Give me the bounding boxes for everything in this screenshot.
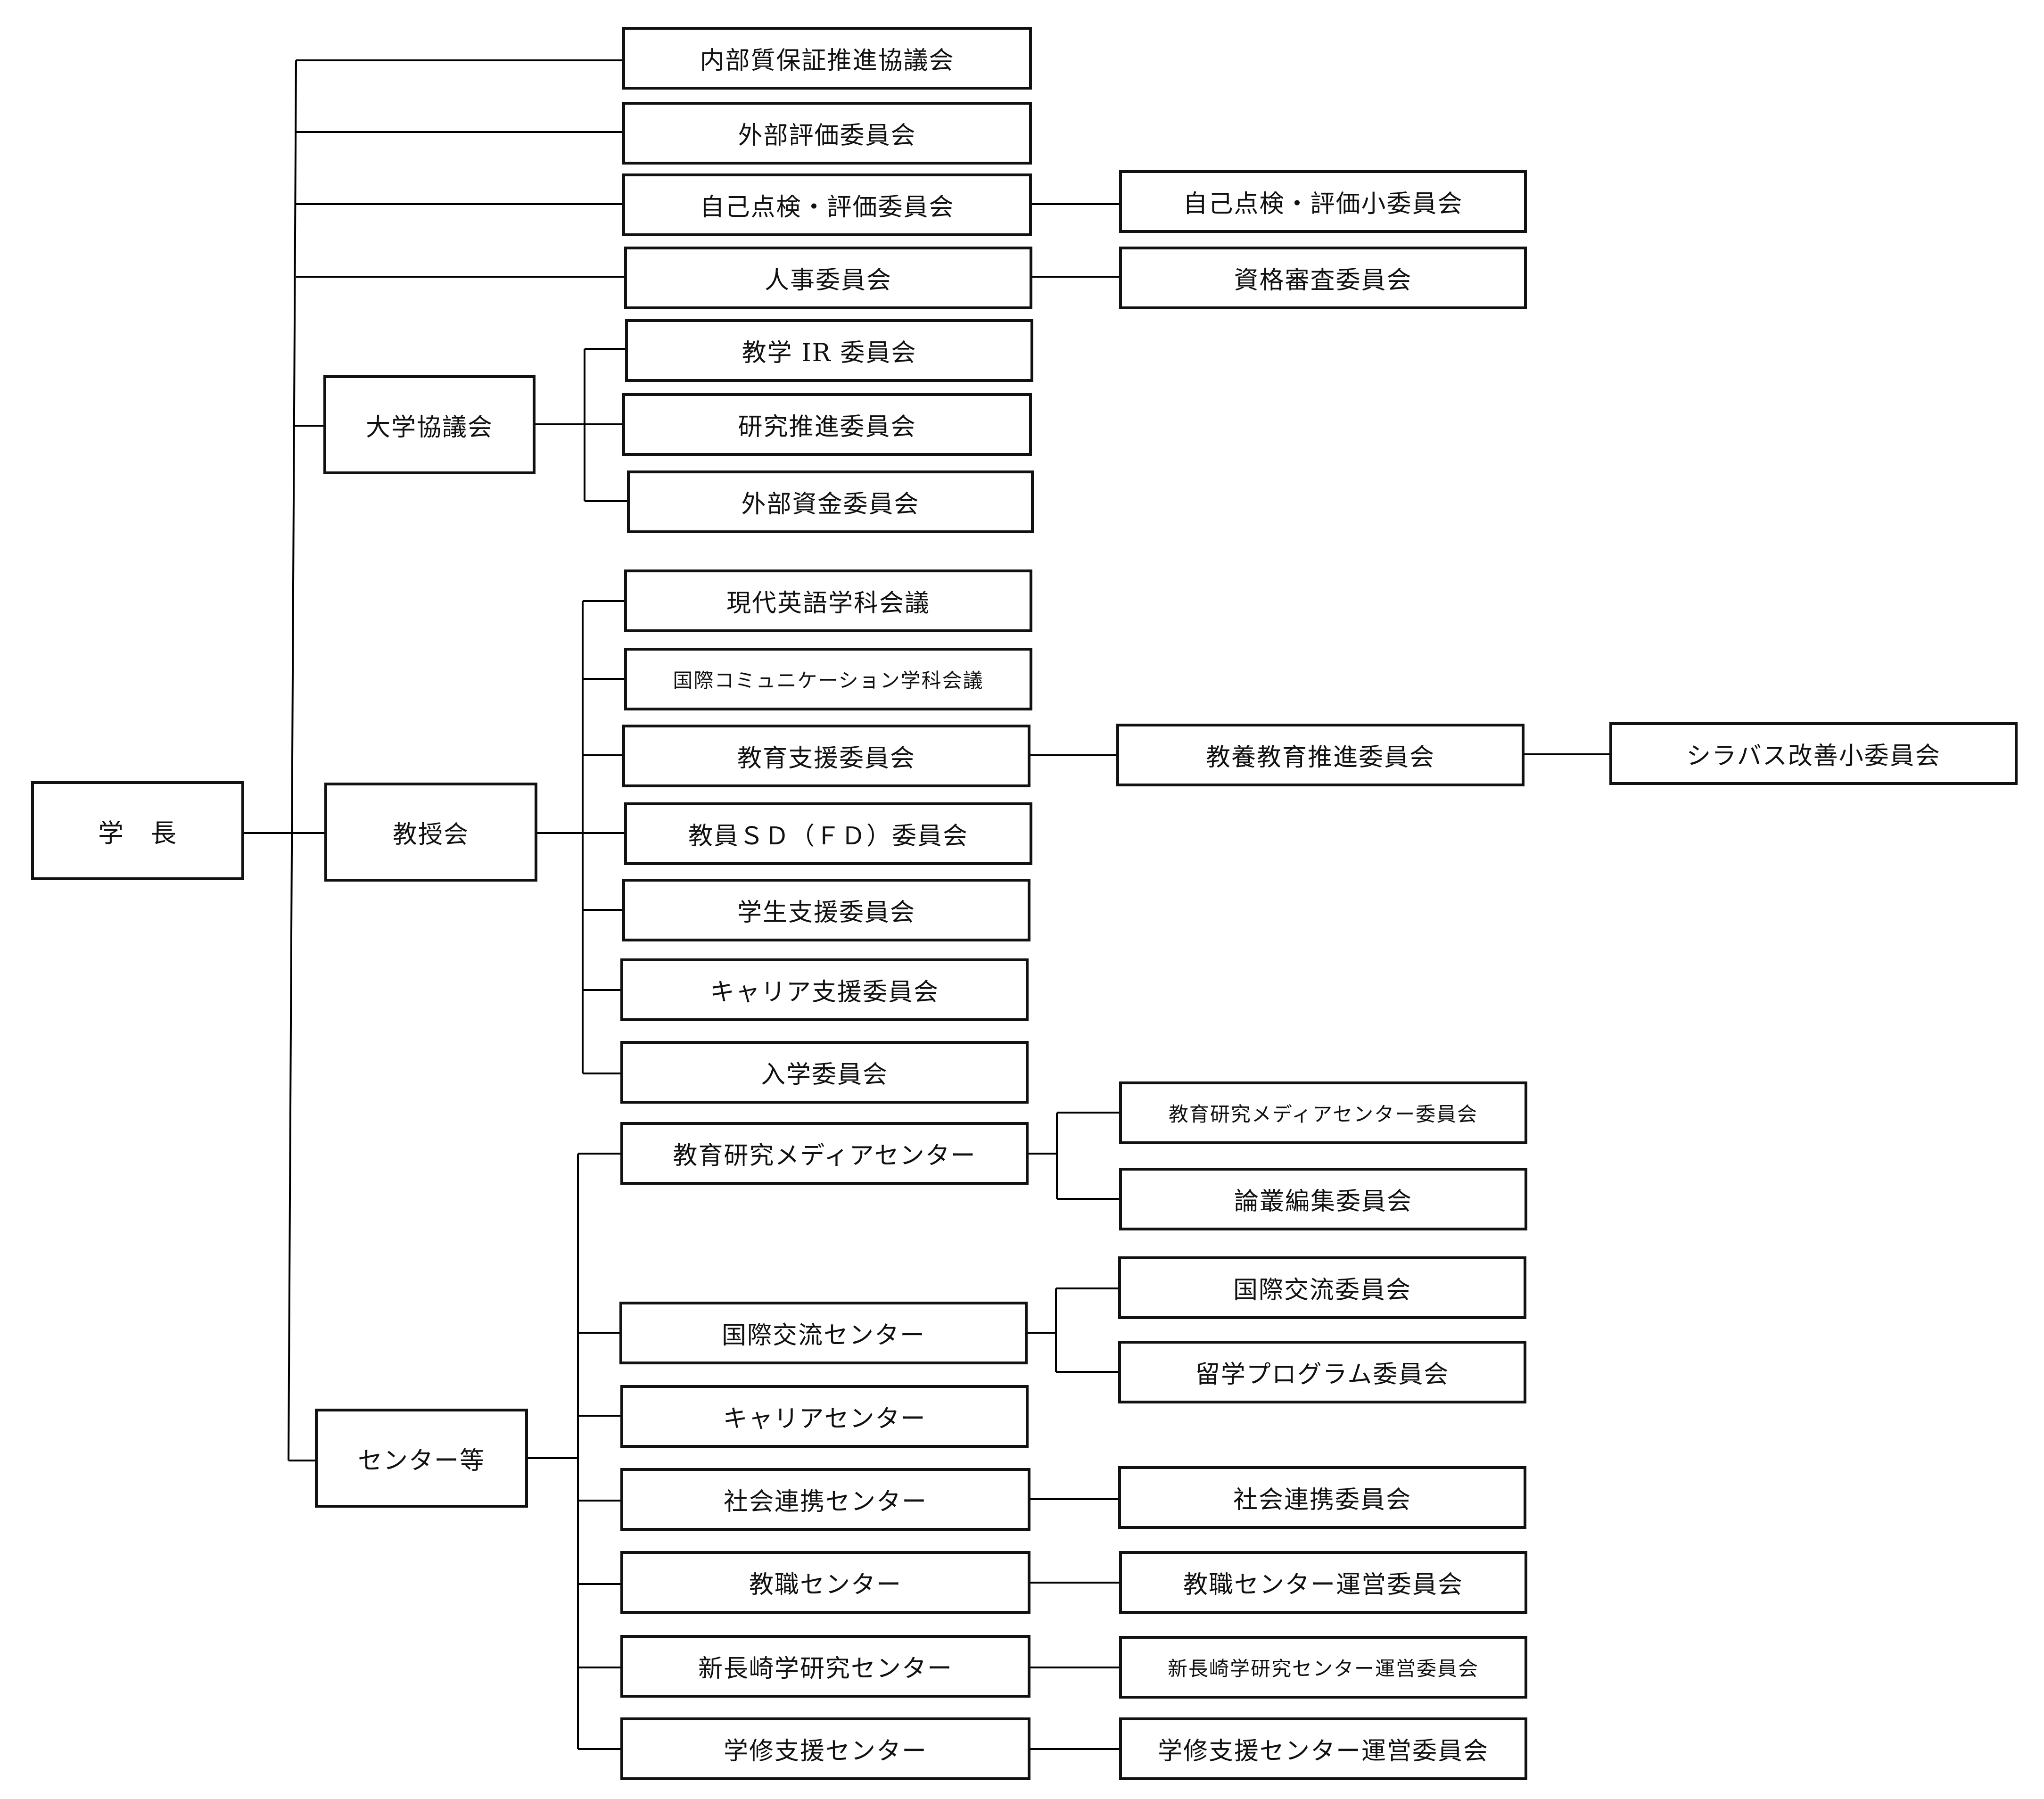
learning-support-committee-node: 学修支援センター運営委員会: [1119, 1717, 1527, 1780]
external-funding-committee-node: 外部資金委員会: [627, 470, 1034, 533]
intl-exchange-committee-node: 国際交流委員会: [1118, 1256, 1526, 1319]
career-center-node: キャリアセンター: [620, 1385, 1029, 1448]
social-collaboration-center-node: 社会連携センター: [620, 1468, 1030, 1531]
admissions-committee-node: 入学委員会: [620, 1041, 1029, 1104]
self-evaluation-committee-node: 自己点検・評価委員会: [622, 173, 1032, 236]
faculty-council-node: 教授会: [324, 783, 537, 882]
liberal-arts-committee-node: 教養教育推進委員会: [1116, 724, 1525, 786]
research-promotion-committee-node: 研究推進委員会: [622, 393, 1032, 456]
self-evaluation-subcommittee-node: 自己点検・評価小委員会: [1119, 170, 1527, 233]
ir-committee-node: 教学 IR 委員会: [625, 319, 1033, 382]
bulletin-editorial-committee-node: 論叢編集委員会: [1119, 1168, 1527, 1230]
intl-communication-dept-meeting-node: 国際コミュニケーション学科会議: [624, 648, 1032, 710]
intl-exchange-center-node: 国際交流センター: [619, 1302, 1028, 1364]
student-support-committee-node: 学生支援委員会: [622, 879, 1030, 941]
faculty-sd-fd-committee-node: 教員ＳＤ（ＦＤ）委員会: [624, 802, 1032, 865]
career-support-committee-node: キャリア支援委員会: [620, 958, 1029, 1021]
syllabus-subcommittee-node: シラバス改善小委員会: [1609, 722, 2018, 785]
personnel-committee-node: 人事委員会: [624, 247, 1032, 309]
modern-english-dept-meeting-node: 現代英語学科会議: [624, 569, 1032, 632]
qualification-review-committee-node: 資格審査委員会: [1119, 247, 1527, 309]
university-council-node: 大学協議会: [323, 375, 536, 474]
teacher-training-center-node: 教職センター: [620, 1551, 1030, 1614]
media-center-node: 教育研究メディアセンター: [620, 1122, 1029, 1185]
teacher-training-committee-node: 教職センター運営委員会: [1119, 1551, 1527, 1614]
study-abroad-committee-node: 留学プログラム委員会: [1118, 1341, 1526, 1403]
education-support-committee-node: 教育支援委員会: [622, 725, 1030, 787]
internal-qa-council-node: 内部質保証推進協議会: [622, 27, 1032, 90]
social-collaboration-committee-node: 社会連携委員会: [1118, 1466, 1526, 1529]
nagasaki-studies-committee-node: 新長崎学研究センター運営委員会: [1119, 1636, 1527, 1699]
external-evaluation-committee-node: 外部評価委員会: [622, 102, 1032, 165]
nagasaki-studies-center-node: 新長崎学研究センター: [620, 1635, 1030, 1698]
media-center-committee-node: 教育研究メディアセンター委員会: [1119, 1081, 1527, 1144]
learning-support-center-node: 学修支援センター: [620, 1717, 1030, 1780]
president-node: 学 長: [31, 781, 244, 880]
centers-node: センター等: [315, 1409, 528, 1508]
